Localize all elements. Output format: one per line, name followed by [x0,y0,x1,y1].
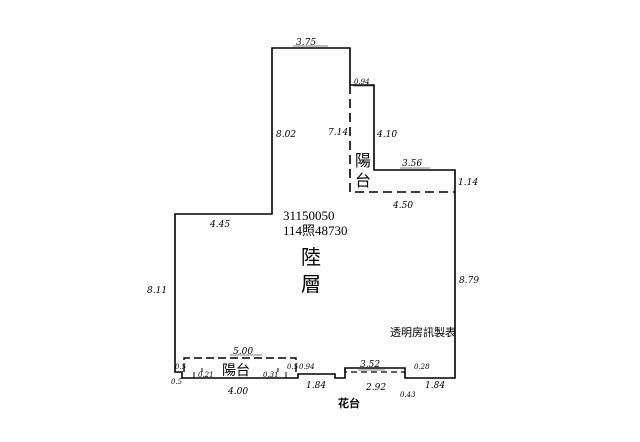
bottom-wall-details [193,368,287,378]
dim-lower-balcony-depth-left: 0.5 [175,363,187,371]
dim-flower-bed-bottom: 0.43 [400,391,416,399]
dim-right-step: 1.14 [458,178,478,188]
dim-dashed-width: 4.50 [392,201,413,211]
dim-balcony-width: 0.94 [354,78,370,86]
dim-flower-bed-width: 3.52 [360,360,380,370]
dim-middle-bottom: 1.84 [306,381,326,391]
dim-right-bottom: 1.84 [425,381,445,391]
flower-bed-dashed-line [344,368,405,373]
dimension-underlines [230,45,430,371]
floor-outline [174,47,456,379]
main-area-label-1: 陸 [301,245,321,269]
dim-lower-balcony-depth-right: 0.5 [287,363,299,371]
dim-left-side: 8.11 [147,286,167,296]
lower-balcony-label: 陽台 [222,363,250,379]
dim-lower-balcony-right-offset: 0.31 [263,371,279,379]
dim-lower-balcony-width: 5.00 [233,347,253,357]
dim-lower-balcony-left-offset: 0.21 [198,371,214,379]
upper-balcony-dashed-line [349,85,455,193]
watermark: 透明房訊製表 [390,325,456,339]
dim-lower-balcony-wall: 4.00 [227,387,248,397]
dim-flower-bed-wall: 2.92 [365,383,386,393]
dim-bottom-left-corner: 0.5 [171,378,183,386]
lower-balcony-dashed-line [183,357,297,372]
dim-balcony-inner-height: 7.14 [328,128,348,138]
upper-balcony-label-2: 台 [355,171,371,190]
dim-right-wing-top: 3.56 [402,159,422,169]
flower-bed-label: 花台 [338,396,360,410]
dim-right-wing-vertical: 4.10 [376,130,397,140]
dim-left-step: 4.45 [209,220,230,230]
parcel-code: 31150050 [283,208,335,223]
dim-small-offset: 0.94 [299,363,315,371]
upper-balcony-label-1: 陽 [355,151,371,170]
dim-flower-bed-depth: 0.28 [414,363,430,371]
main-area-label-2: 層 [301,272,321,296]
permit-code: 114照48730 [283,223,348,238]
dim-top: 3.75 [296,38,316,48]
dim-upper-left-vertical: 8.02 [276,130,296,140]
dim-right-side: 8.79 [459,276,479,286]
